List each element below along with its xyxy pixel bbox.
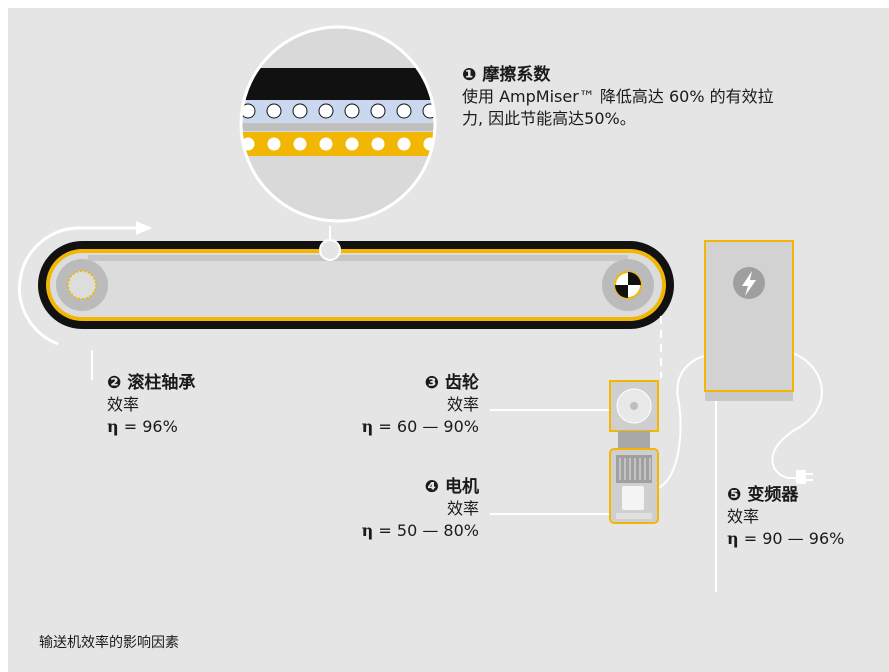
gear-eff-label: 效率 (446, 395, 479, 414)
diagram-canvas: ❶ 摩擦系数 使用 AmpMiser™ 降低高达 60% 的有效拉 力, 因此节… (8, 8, 889, 672)
left-roller (56, 259, 108, 311)
lightning-icon (733, 267, 765, 299)
power-plug-icon (796, 470, 813, 484)
motor-value: = 50 — 80% (378, 521, 479, 540)
gear-callout: ❸ 齿轮 效率 η = 60 — 90% (362, 372, 479, 438)
bearing-eff-label: 效率 (107, 395, 140, 414)
friction-magnifier (239, 25, 437, 261)
diagram-caption: 输送机效率的影响因素 (39, 635, 179, 651)
rotation-arrow-icon (18, 221, 152, 346)
callout-number: ❷ (107, 373, 122, 393)
callout-number: ❹ (424, 477, 440, 497)
inverter-callout: ❺ 变频器 效率 η = 90 — 96% (727, 484, 844, 550)
power-cable (771, 352, 823, 479)
bearing-title: 滚柱轴承 (127, 373, 196, 393)
gear-value: = 60 — 90% (378, 417, 479, 436)
right-drive-roller (602, 259, 654, 311)
bearing-value: = 96% (123, 417, 178, 436)
eta-symbol: η (107, 417, 119, 436)
friction-desc-line1: 使用 AmpMiser™ 降低高达 60% 的有效拉 (462, 87, 774, 106)
friction-callout: ❶ 摩擦系数 使用 AmpMiser™ 降低高达 60% 的有效拉 力, 因此节… (462, 64, 774, 130)
motor-eff-label: 效率 (446, 499, 479, 518)
eta-symbol: η (361, 417, 374, 436)
motor-title: 电机 (445, 477, 479, 497)
callout-number: ❸ (424, 373, 440, 393)
inverter-eff-label: 效率 (727, 507, 760, 526)
belt-surface (50, 253, 662, 317)
inverter-box (704, 240, 794, 401)
eta-symbol: η (727, 529, 739, 548)
inverter-value: = 90 — 96% (743, 529, 845, 548)
gear-motor-unit (609, 380, 659, 524)
conveyor-belt (38, 241, 674, 329)
inverter-title: 变频器 (747, 485, 799, 505)
motor-callout: ❹ 电机 效率 η = 50 — 80% (362, 476, 479, 542)
eta-symbol: η (361, 521, 374, 540)
conveyor-diagram (18, 25, 823, 592)
bearing-callout: ❷ 滚柱轴承 效率 η = 96% (107, 372, 195, 438)
callout-number: ❺ (727, 485, 742, 505)
callout-number: ❶ (462, 65, 477, 85)
friction-desc-line2: 力, 因此节能高达50%。 (462, 109, 636, 128)
gear-title: 齿轮 (445, 373, 479, 393)
belt-shadow (88, 255, 628, 261)
friction-title: 摩擦系数 (482, 65, 551, 85)
